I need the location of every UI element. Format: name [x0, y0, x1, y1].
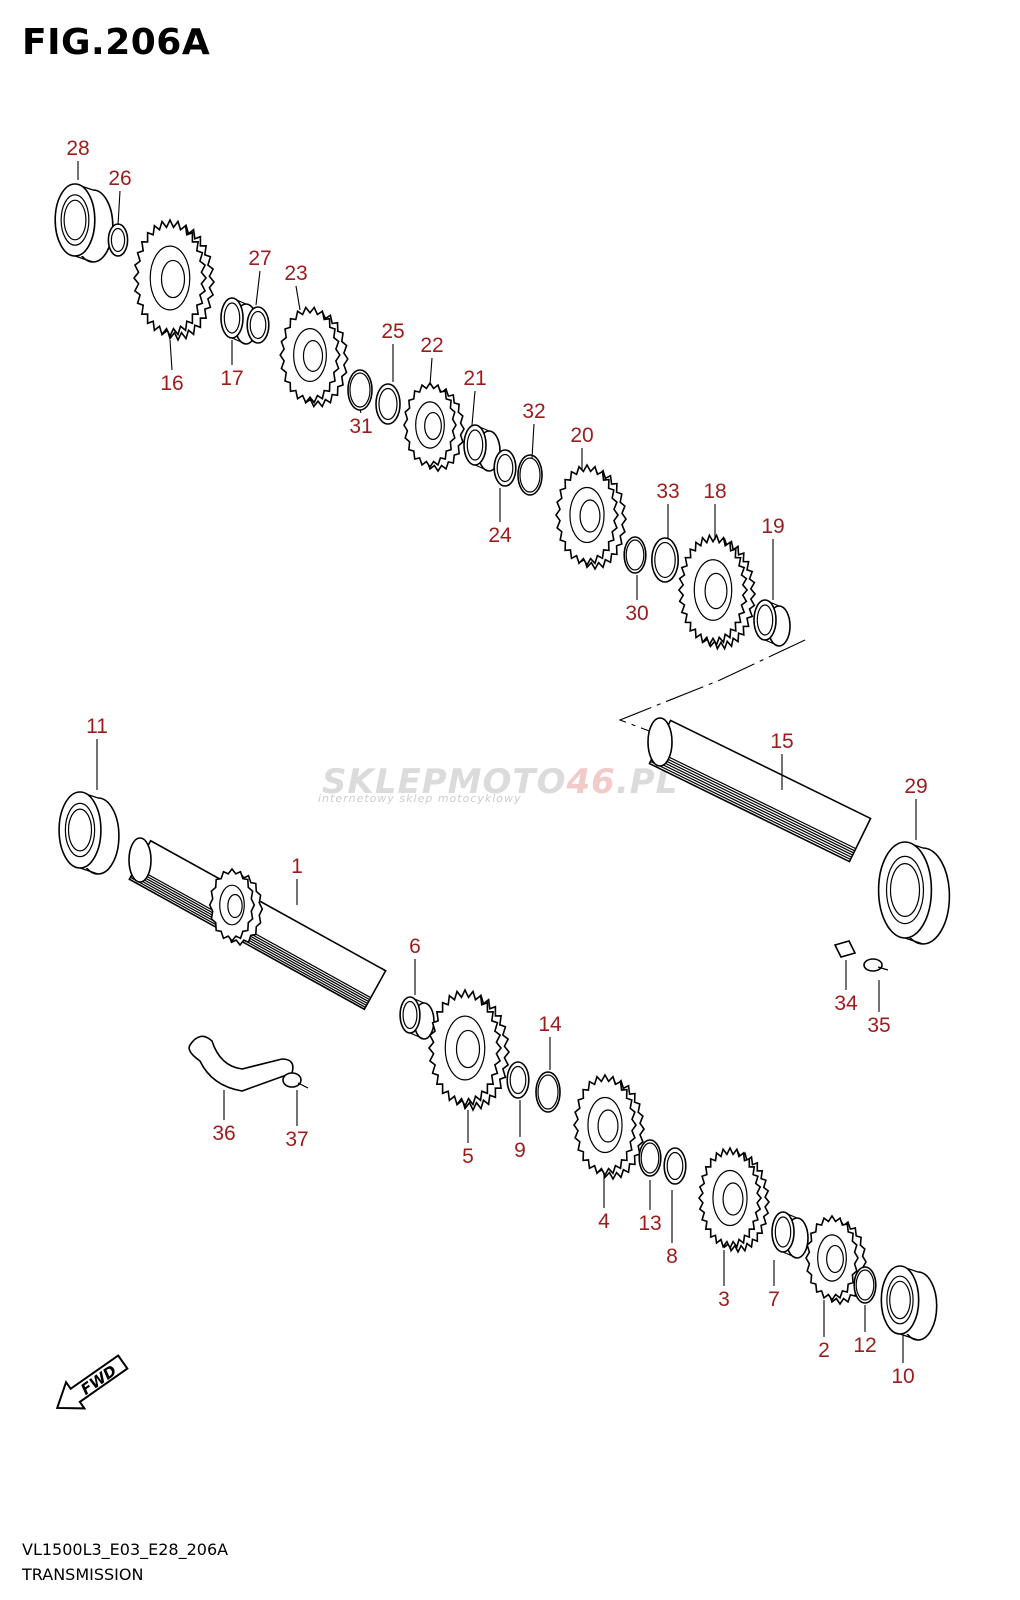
- part-37-screw: [282, 1072, 309, 1089]
- callout-8: 8: [666, 1245, 678, 1268]
- callout-33: 33: [656, 480, 679, 503]
- callout-7: 7: [768, 1288, 780, 1311]
- callout-5: 5: [462, 1145, 474, 1168]
- part-9-washer: [506, 1061, 530, 1099]
- callout-2: 2: [818, 1339, 830, 1362]
- callout-9: 9: [514, 1139, 526, 1162]
- callout-36: 36: [212, 1122, 235, 1145]
- callout-22: 22: [420, 334, 443, 357]
- part-6-bushing: [399, 996, 435, 1040]
- watermark: SKLEPMOTO46.PL: [322, 762, 678, 802]
- model-code: VL1500L3_E03_E28_206A: [22, 1540, 229, 1559]
- leader-16: [169, 339, 173, 371]
- part-20-gear: [555, 463, 627, 571]
- part-11-bearing: [58, 791, 120, 875]
- callout-1: 1: [291, 855, 303, 878]
- callout-15: 15: [770, 730, 793, 753]
- part-8-washer: [663, 1147, 687, 1185]
- parts-layer: [54, 183, 951, 1341]
- part-1-integrated-gear: [208, 867, 264, 947]
- part-34-cap: [833, 940, 857, 958]
- part-3-gear: [697, 1146, 771, 1254]
- callout-17: 17: [220, 367, 243, 390]
- figure-caption: TRANSMISSION: [22, 1565, 144, 1584]
- part-7-bushing: [771, 1211, 809, 1259]
- leader-26: [117, 190, 121, 226]
- part-25-washer: [375, 383, 401, 425]
- callout-35: 35: [867, 1014, 890, 1037]
- callout-26: 26: [108, 167, 131, 190]
- part-13-circlip: [638, 1139, 662, 1177]
- part-5-gear: [427, 988, 511, 1112]
- figure-title: FIG.206A: [22, 22, 211, 63]
- part-15-countershaft: [647, 717, 872, 863]
- watermark-brand-a: SKLEP: [322, 762, 448, 802]
- callout-37: 37: [285, 1128, 308, 1151]
- callout-19: 19: [761, 515, 784, 538]
- watermark-brand-b: MOTO: [447, 762, 567, 802]
- callout-31: 31: [349, 415, 372, 438]
- callout-4: 4: [598, 1210, 610, 1233]
- callout-13: 13: [638, 1212, 661, 1235]
- part-16-gear: [132, 218, 216, 342]
- part-4-gear: [573, 1073, 645, 1181]
- callout-21: 21: [463, 367, 486, 390]
- part-26-washer: [107, 223, 129, 257]
- callout-11: 11: [86, 715, 108, 738]
- part-36-bracket: [188, 1035, 294, 1092]
- callout-14: 14: [538, 1013, 562, 1036]
- callout-30: 30: [625, 602, 648, 625]
- part-14-circlip: [535, 1071, 561, 1113]
- part-27-washer: [246, 306, 270, 344]
- part-33-washer: [650, 537, 679, 583]
- part-18-gear: [677, 533, 757, 651]
- part-22-gear: [403, 381, 465, 473]
- callout-27: 27: [248, 247, 271, 270]
- callout-34: 34: [834, 992, 858, 1015]
- callout-32: 32: [522, 400, 545, 423]
- part-28-bearing: [54, 183, 114, 263]
- leader-27: [255, 270, 261, 306]
- leader-23: [295, 285, 301, 311]
- part-32-circlip: [517, 454, 543, 496]
- connector-line: [618, 639, 806, 736]
- leader-lines: [77, 161, 917, 1363]
- part-19-bushing: [753, 599, 791, 647]
- fwd-arrow-icon: FWD: [55, 1354, 129, 1410]
- callout-20: 20: [570, 424, 593, 447]
- leader-31: [359, 409, 362, 414]
- part-29-bearing: [877, 841, 951, 945]
- watermark-tagline: internetowy sklep motocyklowy: [318, 792, 522, 805]
- watermark-brand-c: 46: [566, 762, 616, 802]
- callout-6: 6: [409, 935, 421, 958]
- callout-23: 23: [284, 262, 307, 285]
- callout-3: 3: [718, 1288, 730, 1311]
- part-10-bearing: [880, 1265, 938, 1341]
- callout-29: 29: [904, 775, 927, 798]
- leader-32: [531, 423, 535, 459]
- callout-28: 28: [66, 137, 89, 160]
- callout-18: 18: [703, 480, 726, 503]
- part-2-gear: [805, 1214, 867, 1306]
- part-24-washer: [493, 449, 517, 487]
- callout-10: 10: [891, 1365, 914, 1388]
- leader-21: [471, 390, 476, 426]
- callout-24: 24: [488, 524, 512, 547]
- callout-12: 12: [853, 1334, 876, 1357]
- part-21-bushing: [463, 424, 501, 472]
- part-12-circlip: [853, 1266, 877, 1304]
- callout-25: 25: [381, 320, 404, 343]
- part-23-gear: [279, 305, 349, 409]
- leader-22: [429, 357, 433, 386]
- callout-16: 16: [160, 372, 183, 395]
- part-35-screw: [863, 958, 889, 972]
- part-31-circlip: [347, 369, 373, 411]
- part-30-circlip: [623, 536, 647, 574]
